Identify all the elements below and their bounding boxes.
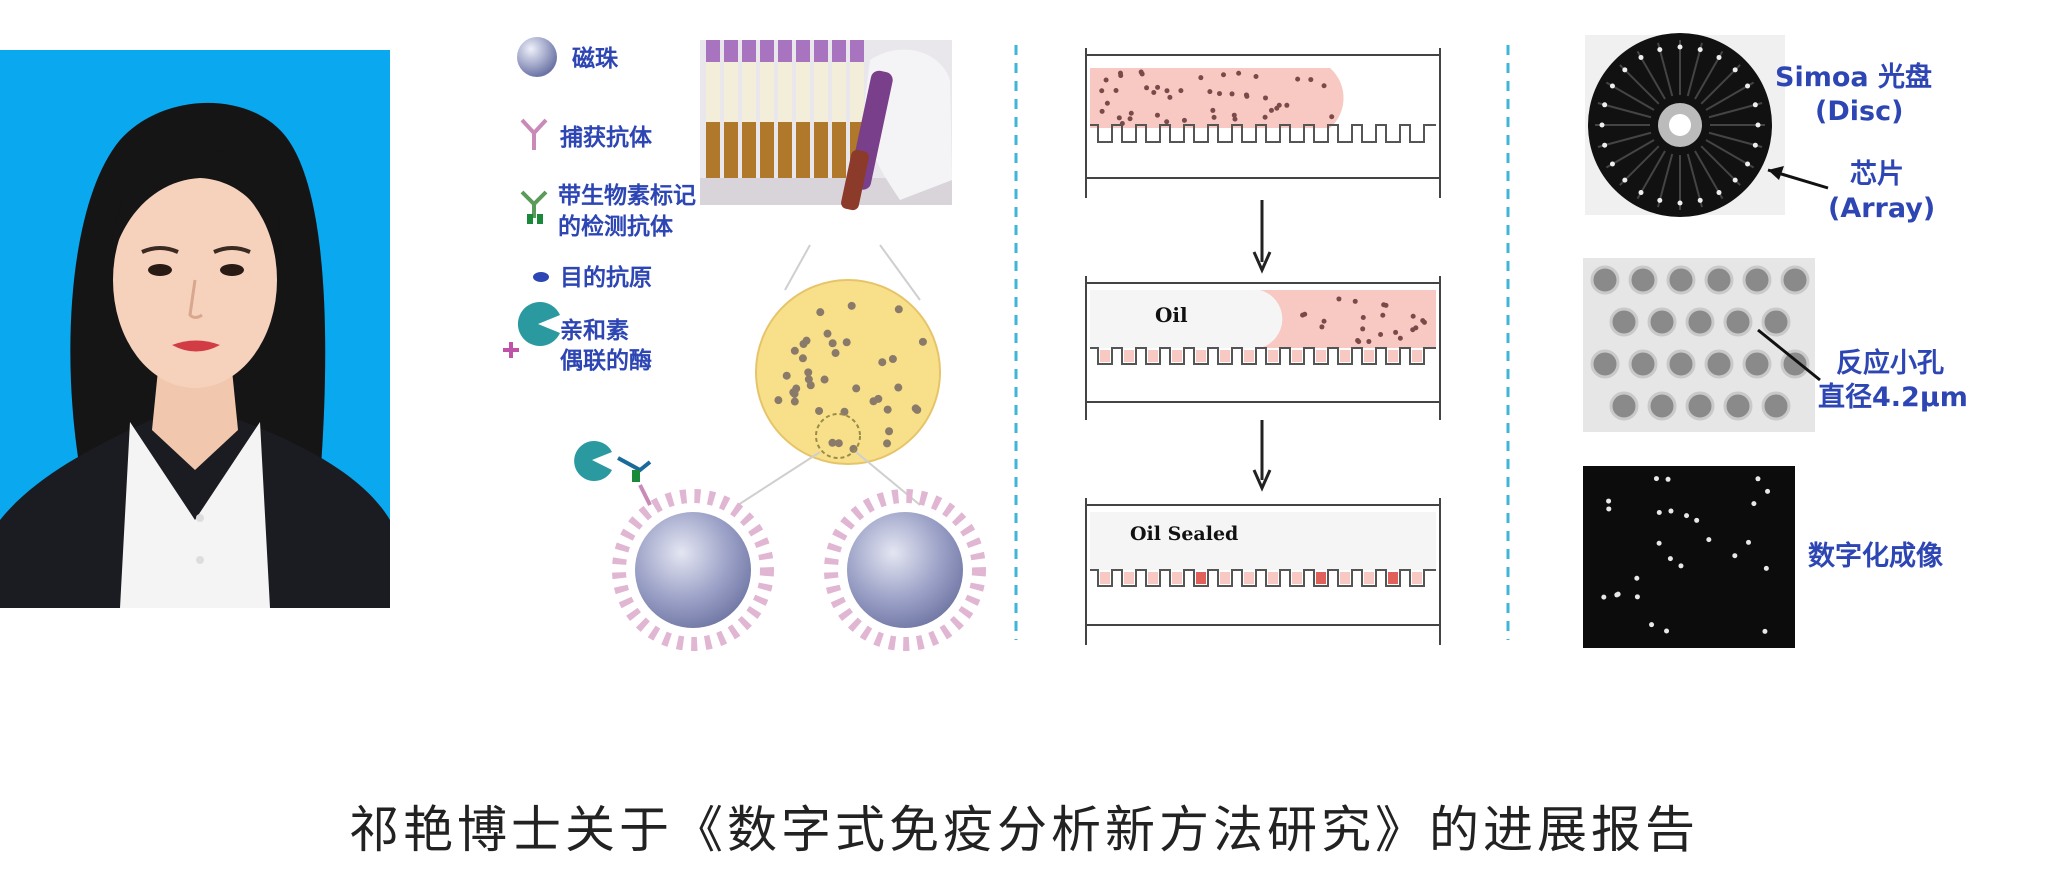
legend-target-antigen-label: 目的抗原 — [560, 264, 652, 291]
legend-bead-label: 磁珠 — [572, 45, 619, 72]
wells-label-1: 反应小孔 — [1836, 347, 1944, 379]
disc-label-1: Simoa 光盘 — [1775, 61, 1932, 93]
legend-enzyme-label-1: 亲和素 — [560, 317, 629, 344]
enzyme-icon — [503, 302, 560, 358]
process-arrow-1 — [1252, 200, 1272, 274]
process-panel-loading — [1085, 48, 1441, 198]
array-label-2: (Array) — [1828, 193, 1935, 224]
legend-biotin-antibody-label-2: 的检测抗体 — [558, 213, 674, 240]
process-panel-oil: Oil — [1085, 276, 1441, 420]
digital-imaging-image — [1583, 466, 1795, 648]
bead-large-left — [612, 489, 774, 651]
process-arrow-2 — [1252, 420, 1272, 492]
blood-tubes-photo — [700, 40, 952, 211]
target-antigen-icon — [533, 272, 549, 282]
legend: 磁珠 捕获抗体 带生物素标记 的检测抗体 目的抗原 亲和素 偶联的酶 — [503, 37, 696, 374]
caption: 祁艳博士关于《数字式免疫分析新方法研究》的进展报告 — [349, 801, 1699, 859]
imaging-label: 数字化成像 — [1808, 540, 1943, 572]
wells-label-2: 直径4.2μm — [1818, 382, 1968, 413]
process-panel-sealed: Oil Sealed — [1085, 498, 1441, 645]
enzyme-complex-icon — [574, 440, 652, 506]
bead-icon — [517, 37, 557, 77]
oil-sealed-label: Oil Sealed — [1130, 523, 1238, 545]
bead-large-right — [824, 489, 986, 651]
disc-label-2: (Disc) — [1815, 96, 1903, 127]
legend-enzyme-label-2: 偶联的酶 — [560, 347, 652, 374]
legend-biotin-antibody-label-1: 带生物素标记 — [558, 182, 696, 209]
biotin-antibody-icon — [520, 190, 548, 224]
simoa-disc-image — [1585, 33, 1785, 217]
portrait-photo — [0, 50, 390, 608]
legend-capture-antibody-label: 捕获抗体 — [560, 124, 653, 151]
array-label-1: 芯片 — [1850, 159, 1904, 190]
reaction-wells-image — [1583, 258, 1815, 432]
sample-zoom-circle — [755, 279, 941, 465]
oil-label: Oil — [1155, 303, 1188, 327]
capture-antibody-icon — [520, 118, 548, 150]
